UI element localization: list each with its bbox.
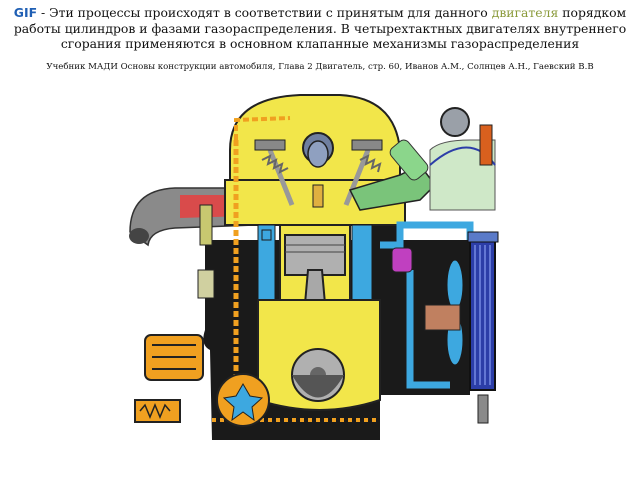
distributor — [440, 107, 470, 137]
injector — [389, 139, 429, 181]
valve-right — [343, 139, 383, 206]
fan-blade-upper — [446, 259, 464, 311]
coolant-jacket-left — [257, 224, 276, 301]
spark-plug — [312, 184, 324, 208]
counterweight — [292, 375, 344, 398]
caption-text-2: порядком работы цилиндров и фазами газор… — [13, 5, 627, 51]
coolant-hose-top — [380, 221, 474, 249]
coolant-jacket-right — [351, 224, 373, 301]
piston — [284, 234, 346, 276]
gif-label: GIF — [13, 5, 38, 20]
oil-line-top — [234, 116, 291, 140]
temperature-sensor — [199, 204, 213, 246]
valve-left — [254, 139, 295, 206]
source-reference: Учебник МАДИ Основы конструкции автомоби… — [46, 62, 594, 72]
caption: GIF - Эти процессы происходят в соответс… — [6, 5, 634, 52]
air-filter — [429, 139, 496, 211]
coolant-hose-bottom — [406, 270, 450, 389]
thermostat — [391, 247, 413, 273]
ignition-coil — [479, 124, 493, 166]
caption-highlight: двигателя — [491, 5, 559, 20]
engine-cutaway-diagram — [129, 94, 499, 440]
pipe-opening — [129, 228, 149, 244]
radiator-drain — [477, 394, 489, 424]
radiator-tank-top — [467, 231, 499, 243]
oil-pressure-sensor — [197, 269, 215, 299]
oil-pump-rotor — [222, 383, 264, 422]
water-pump — [424, 304, 461, 331]
radiator — [469, 239, 496, 391]
radiator-fins — [474, 245, 491, 385]
caption-dash: - — [37, 5, 50, 20]
caption-text-1: Эти процессы происходят в соответствии с… — [49, 5, 492, 20]
cam-lobe — [307, 140, 329, 168]
